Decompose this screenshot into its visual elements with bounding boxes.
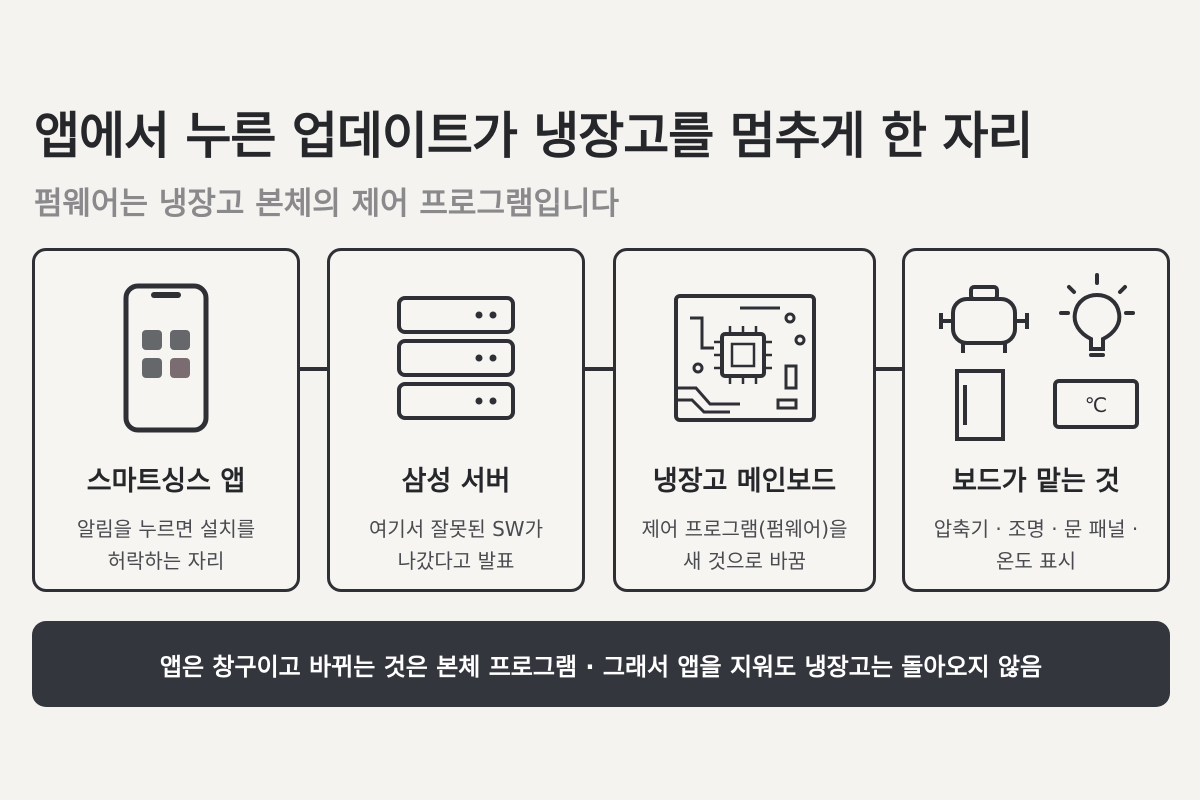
- components-icon: ℃: [905, 273, 1167, 443]
- smartphone-icon: [35, 273, 297, 443]
- card-title: 삼성 서버: [401, 466, 511, 497]
- summary-banner: 앱은 창구이고 바뀌는 것은 본체 프로그램 · 그래서 앱을 지워도 냉장고는…: [32, 621, 1170, 707]
- server-icon: [330, 273, 582, 443]
- card-description: 제어 프로그램(펌웨어)을 새 것으로 바꿈: [641, 517, 848, 573]
- card-title: 냉장고 메인보드: [652, 466, 837, 497]
- page-subtitle: 펌웨어는 냉장고 본체의 제어 프로그램입니다: [34, 186, 620, 222]
- compressor-icon: [939, 285, 1029, 353]
- door-panel-icon: [955, 369, 1005, 441]
- card-mainboard: 냉장고 메인보드 제어 프로그램(펌웨어)을 새 것으로 바꿈: [613, 248, 876, 592]
- connector-line: [873, 367, 905, 371]
- page-title: 앱에서 누른 업데이트가 냉장고를 멈추게 한 자리: [34, 107, 1033, 165]
- card-description: 여기서 잘못된 SW가 나갔다고 발표: [369, 517, 543, 573]
- connector-line: [582, 367, 616, 371]
- card-title: 스마트싱스 앱: [86, 466, 246, 497]
- card-description: 알림을 누르면 설치를 허락하는 자리: [76, 517, 256, 573]
- summary-banner-text: 앱은 창구이고 바뀌는 것은 본체 프로그램 · 그래서 앱을 지워도 냉장고는…: [159, 652, 1043, 681]
- card-description: 압축기 · 조명 · 문 패널 · 온도 표시: [933, 517, 1139, 573]
- temperature-unit-label: ℃: [1085, 393, 1107, 417]
- card-smartthings-app: 스마트싱스 앱 알림을 누르면 설치를 허락하는 자리: [32, 248, 300, 592]
- card-board-functions: ℃ 보드가 맡는 것 압축기 · 조명 · 문 패널 · 온도 표시: [902, 248, 1170, 592]
- connector-line: [297, 367, 330, 371]
- card-samsung-server: 삼성 서버 여기서 잘못된 SW가 나갔다고 발표: [327, 248, 585, 592]
- card-title: 보드가 맡는 것: [952, 466, 1120, 497]
- circuit-board-icon: [616, 273, 873, 443]
- temperature-display-icon: [1053, 379, 1139, 429]
- light-bulb-icon: [1059, 273, 1135, 357]
